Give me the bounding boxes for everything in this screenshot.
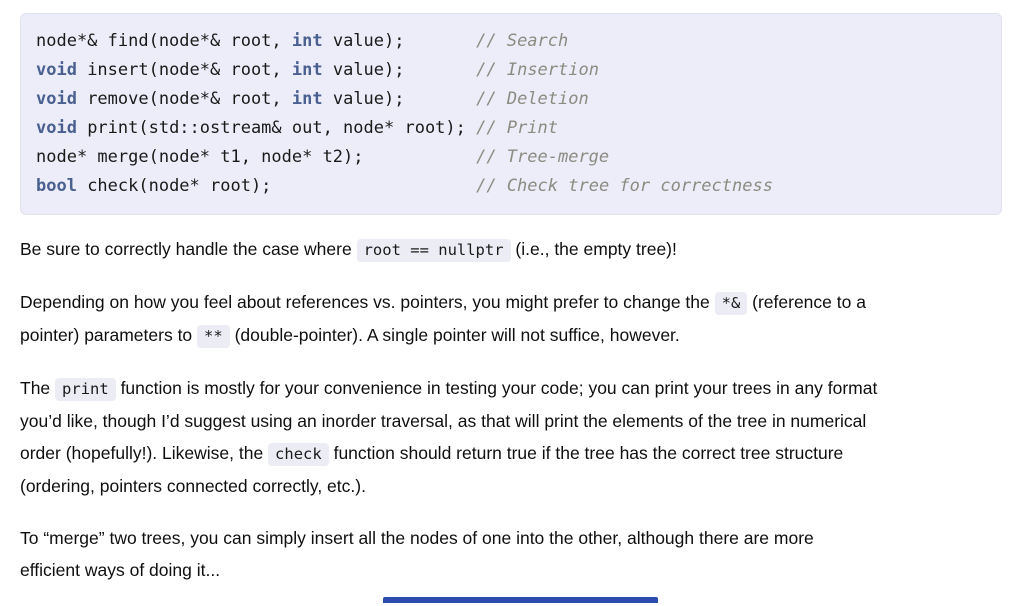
inline-code: check <box>268 443 329 466</box>
code-keyword: bool <box>36 176 77 196</box>
code-line: void remove(node*& root, int value); // … <box>36 85 986 114</box>
paragraph-line: Depending on how you feel about referenc… <box>20 286 1010 319</box>
code-keyword: void <box>36 89 77 109</box>
text-run: The <box>20 378 56 398</box>
text-run: Be sure to correctly handle the case whe… <box>20 239 357 259</box>
paragraph-line: The print function is mostly for your co… <box>20 372 1010 405</box>
inline-code: root == nullptr <box>356 239 511 262</box>
text-run: (double-pointer). A single pointer will … <box>229 325 680 345</box>
code-text: value); <box>322 89 405 109</box>
paragraph-line: you’d like, though I’d suggest using an … <box>20 405 1010 437</box>
code-line: void print(std::ostream& out, node* root… <box>36 114 986 143</box>
code-comment: // Search <box>404 31 569 51</box>
text-run: Depending on how you feel about referenc… <box>20 292 715 312</box>
code-text: node*& find(node*& root, <box>36 31 292 51</box>
text-run: function is mostly for your convenience … <box>115 378 878 398</box>
code-comment: // Tree-merge <box>363 147 610 167</box>
code-keyword: int <box>291 60 323 80</box>
inline-code: ** <box>197 325 230 348</box>
code-text: node* merge(node* t1, node* t2); <box>36 147 364 167</box>
text-run: (reference to a <box>747 292 866 312</box>
text-run: (i.e., the empty tree)! <box>510 239 677 259</box>
text-run: (ordering, pointers connected correctly,… <box>20 476 366 496</box>
inline-code: print <box>55 378 116 401</box>
body-text: Be sure to correctly handle the case whe… <box>20 233 1010 606</box>
code-block: node*& find(node*& root, int value); // … <box>20 13 1002 215</box>
paragraph-line: To “merge” two trees, you can simply ins… <box>20 522 1010 554</box>
paragraph-line: Be sure to correctly handle the case whe… <box>20 233 1010 266</box>
code-keyword: void <box>36 118 77 138</box>
code-text: value); <box>322 60 405 80</box>
text-run: To “merge” two trees, you can simply ins… <box>20 528 814 548</box>
code-keyword: int <box>291 31 323 51</box>
code-text: check(node* root); <box>76 176 272 196</box>
code-comment: // Insertion <box>404 60 599 80</box>
code-keyword: void <box>36 60 77 80</box>
paragraph-line: (ordering, pointers connected correctly,… <box>20 470 1010 502</box>
code-keyword: int <box>291 89 323 109</box>
paragraph: Be sure to correctly handle the case whe… <box>20 233 1010 266</box>
code-comment: // Deletion <box>404 89 589 109</box>
text-run: efficient ways of doing it... <box>20 560 221 580</box>
code-text: print(std::ostream& out, node* root); <box>76 118 466 138</box>
paragraph-line: pointer) parameters to ** (double-pointe… <box>20 319 1010 352</box>
text-run: pointer) parameters to <box>20 325 198 345</box>
text-run: order (hopefully!). Likewise, the <box>20 443 269 463</box>
paragraph: To “merge” two trees, you can simply ins… <box>20 522 1010 586</box>
code-text: value); <box>322 31 405 51</box>
code-line: node* merge(node* t1, node* t2); // Tree… <box>36 143 986 172</box>
inline-code: *& <box>714 292 748 315</box>
code-line: node*& find(node*& root, int value); // … <box>36 27 986 56</box>
text-run: you’d like, though I’d suggest using an … <box>20 411 867 431</box>
paragraph: Depending on how you feel about referenc… <box>20 286 1010 352</box>
code-text: insert(node*& root, <box>76 60 292 80</box>
paragraph-line: efficient ways of doing it... <box>20 554 1010 586</box>
code-text: remove(node*& root, <box>76 89 292 109</box>
paragraph: The print function is mostly for your co… <box>20 372 1010 502</box>
code-comment: // Print <box>465 118 559 138</box>
code-comment: // Check tree for correctness <box>271 176 773 196</box>
text-run: function should return true if the tree … <box>328 443 844 463</box>
bottom-partial-blue-bar <box>383 597 658 603</box>
paragraph-line: order (hopefully!). Likewise, the check … <box>20 437 1010 470</box>
code-line: bool check(node* root); // Check tree fo… <box>36 172 986 201</box>
code-line: void insert(node*& root, int value); // … <box>36 56 986 85</box>
